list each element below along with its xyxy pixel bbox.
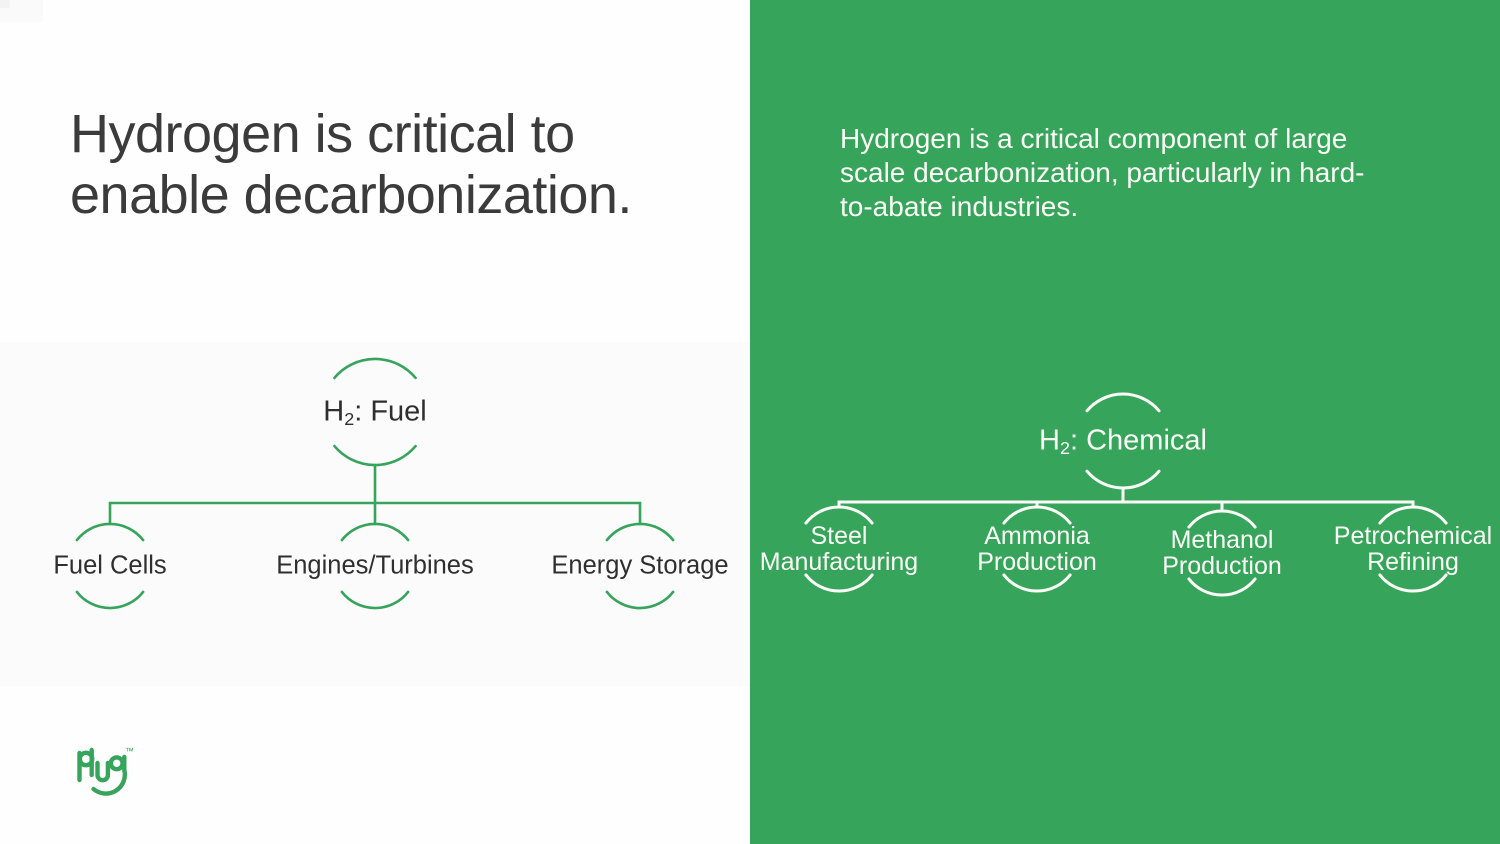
title-line-1: Hydrogen is critical to bbox=[70, 104, 575, 164]
plug-logo-tm: ™ bbox=[125, 746, 134, 756]
node-line-2: Production bbox=[1162, 552, 1282, 580]
node-petrochemical-refining: Petrochemical Refining bbox=[1334, 523, 1492, 575]
node-engines-turbines: Engines/Turbines bbox=[276, 551, 474, 580]
title-line-2: enable decarbonization. bbox=[70, 165, 632, 225]
fuel-root-rest: : Fuel bbox=[354, 395, 427, 428]
node-line-2: Production bbox=[977, 548, 1097, 576]
plug-logo bbox=[77, 747, 128, 796]
fuel-root-base: H bbox=[323, 395, 345, 428]
chemical-root-base: H bbox=[1039, 424, 1060, 457]
fuel-root-label: H2: Fuel bbox=[323, 396, 426, 429]
node-energy-storage: Energy Storage bbox=[551, 551, 729, 580]
subtitle-line-1: Hydrogen is a critical component of larg… bbox=[840, 123, 1348, 154]
right-subtitle: Hydrogen is a critical component of larg… bbox=[840, 122, 1365, 224]
corner-tile bbox=[0, 0, 43, 22]
node-line-1: Steel bbox=[810, 522, 868, 550]
chemical-root-rest: : Chemical bbox=[1069, 424, 1207, 457]
node-ammonia-production: Ammonia Production bbox=[977, 523, 1097, 575]
right-panel bbox=[750, 0, 1500, 844]
node-line-2: Refining bbox=[1367, 548, 1459, 576]
node-steel-manufacturing: Steel Manufacturing bbox=[760, 523, 918, 575]
left-background-band bbox=[0, 342, 750, 686]
node-fuel-cells: Fuel Cells bbox=[53, 551, 167, 580]
node-methanol-production: Methanol Production bbox=[1162, 527, 1282, 579]
chemical-root-label: H2: Chemical bbox=[1039, 425, 1207, 458]
node-line-1: Ammonia bbox=[984, 522, 1090, 550]
logo-letter-g-bowl bbox=[108, 755, 125, 772]
corner-tile-small bbox=[0, 0, 10, 8]
chemical-root-subscript: 2 bbox=[1059, 437, 1070, 458]
subtitle-line-3: to-abate industries. bbox=[840, 191, 1079, 222]
node-line-1: Methanol bbox=[1170, 526, 1274, 554]
fuel-root-subscript: 2 bbox=[344, 408, 355, 429]
slide-title: Hydrogen is critical to enable decarboni… bbox=[70, 104, 632, 226]
subtitle-line-2: scale decarbonization, particularly in h… bbox=[840, 157, 1365, 188]
logo-letter-u bbox=[95, 760, 111, 783]
logo-letter-g-tail bbox=[91, 754, 128, 796]
node-line-1: Petrochemical bbox=[1333, 522, 1493, 550]
node-line-2: Manufacturing bbox=[759, 548, 919, 576]
